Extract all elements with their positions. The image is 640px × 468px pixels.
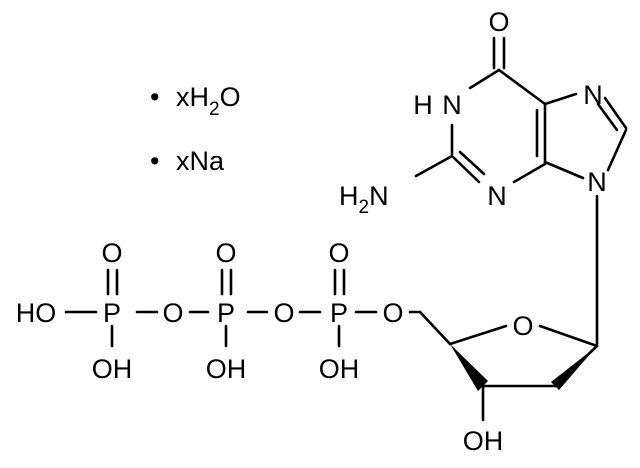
n3-label: N	[487, 181, 507, 211]
stereo-wedges	[450, 344, 597, 391]
n1-hydrogen-label: H	[413, 90, 433, 120]
wedge-c1-c2	[551, 346, 597, 390]
hydrate-bullet: •	[150, 82, 159, 112]
hydroxyl-3-label: OH	[463, 426, 504, 456]
hydrate-prefix: xH	[176, 82, 209, 112]
hydroxyl-beta-label: OH	[206, 354, 247, 384]
phosphorus-gamma-label: P	[103, 298, 121, 328]
hydroxyl-gamma-label: OH	[92, 354, 133, 384]
amino-group-label: H2N	[339, 181, 389, 218]
sodium-bullet: •	[150, 146, 159, 176]
carbonyl-oxygen-label: O	[488, 7, 509, 37]
phosphoryl-oxygen-gamma-label: O	[101, 238, 122, 268]
hydrate-suffix: O	[220, 82, 241, 112]
hydroxyl-alpha-label: OH	[319, 354, 360, 384]
atom-labels: O N H N N N H2N O OH O P O OH O P O OH O…	[16, 7, 607, 456]
sodium-formula: xNa	[176, 146, 225, 176]
ester-oxygen-label: O	[382, 298, 403, 328]
phosphoryl-oxygen-alpha-label: O	[328, 238, 349, 268]
hydrate-annotation: • xH2O	[150, 82, 241, 120]
n7-label: N	[583, 80, 603, 110]
wedge-c4-c3	[450, 344, 488, 391]
phosphorus-alpha-label: P	[330, 298, 348, 328]
n9-label: N	[587, 167, 607, 197]
n1-label: N	[442, 90, 462, 120]
phosphorus-beta-label: P	[217, 298, 235, 328]
sodium-annotation: • xNa	[150, 146, 225, 176]
bridge-oxygen-2-label: O	[273, 298, 294, 328]
bridge-oxygen-1-label: O	[162, 298, 183, 328]
terminal-hydroxyl-label: HO	[16, 298, 57, 328]
ring-oxygen-label: O	[512, 311, 533, 341]
hydrate-subscript: 2	[209, 99, 220, 120]
phosphoryl-oxygen-beta-label: O	[215, 238, 236, 268]
hydrate-formula: xH2O	[176, 82, 241, 120]
